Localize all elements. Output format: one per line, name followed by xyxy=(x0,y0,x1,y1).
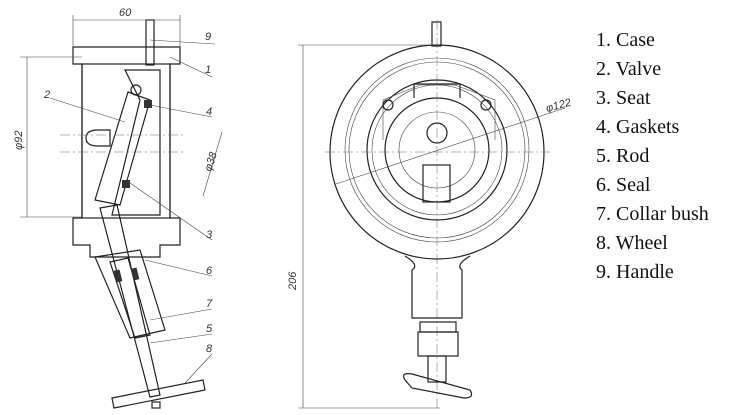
section-view: 60 φ92 φ38 9 1 2 4 3 6 7 5 8 xyxy=(13,7,223,409)
front-view: 206 φ122 xyxy=(287,20,572,410)
valve-disc xyxy=(94,91,151,206)
stem-housing xyxy=(404,255,471,319)
callout-1: 1 xyxy=(205,64,211,76)
wheel xyxy=(111,379,206,409)
legend-item-seat: 3. Seat xyxy=(596,87,651,109)
dim-60: 60 xyxy=(119,7,132,19)
legend-item-seal: 6. Seal xyxy=(596,174,651,196)
legend-item-gaskets: 4. Gaskets xyxy=(596,116,680,138)
callout-2: 2 xyxy=(43,89,50,101)
parts-legend: 1. Case 2. Valve 3. Seat 4. Gaskets 5. R… xyxy=(596,26,709,287)
callout-3: 3 xyxy=(206,229,213,241)
legend-item-rod: 5. Rod xyxy=(596,145,650,167)
callout-6: 6 xyxy=(206,265,213,277)
rod xyxy=(99,204,161,398)
collar-bush xyxy=(94,249,166,339)
callout-7: 7 xyxy=(206,298,213,310)
dim-38: φ38 xyxy=(202,150,220,173)
dim-206: 206 xyxy=(287,271,299,291)
callout-5: 5 xyxy=(206,323,213,335)
handle-front xyxy=(402,373,473,399)
legend-item-case: 1. Case xyxy=(596,29,655,51)
dim-92: φ92 xyxy=(13,131,25,150)
legend-item-valve: 2. Valve xyxy=(596,58,662,80)
dim-122: φ122 xyxy=(545,97,573,115)
valve-knob xyxy=(85,129,111,147)
case-bore xyxy=(81,63,171,219)
callout-9: 9 xyxy=(205,31,211,43)
legend-item-handle: 9. Handle xyxy=(596,261,674,283)
legend-item-wheel: 8. Wheel xyxy=(596,232,668,254)
handle-pin xyxy=(145,19,155,66)
callout-4: 4 xyxy=(206,106,212,118)
seat xyxy=(111,69,161,216)
legend-item-collar-bush: 7. Collar bush xyxy=(596,203,709,225)
callout-8: 8 xyxy=(206,343,213,355)
